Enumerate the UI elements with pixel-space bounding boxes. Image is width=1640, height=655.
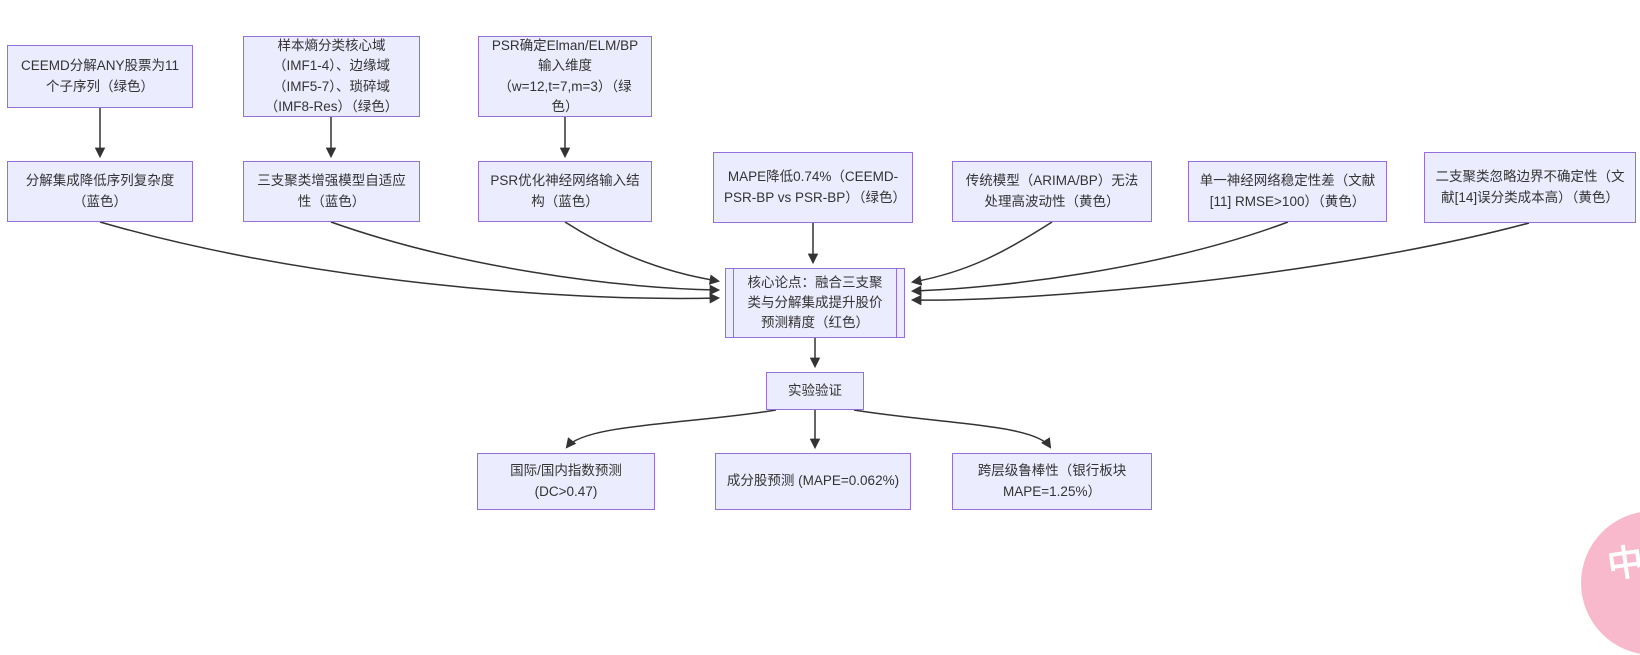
edge-exp-index (565, 409, 777, 449)
node-index-prediction: 国际/国内指数预测 (DC>0.47) (477, 453, 655, 510)
node-label: 单一神经网络稳定性差（文献[11] RMSE>100）（黄色） (1199, 173, 1376, 209)
edge-decomp-core (99, 221, 721, 304)
node-ceemd-decompose: CEEMD分解ANY股票为11个子序列（绿色） (7, 45, 193, 108)
node-three-way-clustering: 三支聚类增强模型自适应性（蓝色） (243, 161, 420, 222)
node-traditional-model-limit: 传统模型（ARIMA/BP）无法处理高波动性（黄色） (952, 161, 1152, 222)
node-label: PSR优化神经网络输入结构（蓝色） (490, 173, 640, 209)
node-constituent-stock-prediction: 成分股预测 (MAPE=0.062%) (715, 453, 911, 510)
node-label: 国际/国内指数预测 (DC>0.47) (510, 463, 622, 499)
node-label: 传统模型（ARIMA/BP）无法处理高波动性（黄色） (965, 173, 1139, 209)
node-label: CEEMD分解ANY股票为11个子序列（绿色） (20, 58, 180, 94)
node-label: 实验验证 (788, 382, 842, 398)
node-label: PSR确定Elman/ELM/BP输入维度（w=12,t=7,m=3）（绿色） (491, 38, 639, 114)
node-label: 跨层级鲁棒性（银行板块 MAPE=1.25%） (977, 463, 1127, 499)
node-label: 样本熵分类核心域（IMF1-4）、边缘域（IMF5-7）、琐碎域（IMF8-Re… (264, 38, 399, 114)
node-label: 核心论点：融合三支聚类与分解集成提升股价预测精度（红色） (747, 274, 883, 331)
node-label: 成分股预测 (MAPE=0.062%) (726, 473, 900, 489)
node-decomposition-ensemble: 分解集成降低序列复杂度（蓝色） (7, 161, 193, 222)
node-sample-entropy: 样本熵分类核心域（IMF1-4）、边缘域（IMF5-7）、琐碎域（IMF8-Re… (243, 36, 420, 117)
node-psr-input-dimension: PSR确定Elman/ELM/BP输入维度（w=12,t=7,m=3）（绿色） (478, 36, 652, 117)
node-cross-level-robustness: 跨层级鲁棒性（银行板块 MAPE=1.25%） (952, 453, 1152, 510)
node-label: 三支聚类增强模型自适应性（蓝色） (257, 173, 406, 209)
node-label: 分解集成降低序列复杂度（蓝色） (25, 173, 175, 209)
node-two-way-clustering-limit: 二支聚类忽略边界不确定性（文献[14]误分类成本高）（黄色） (1424, 152, 1636, 223)
node-label: 二支聚类忽略边界不确定性（文献[14]误分类成本高）（黄色） (1435, 169, 1625, 205)
node-mape-reduction: MAPE降低0.74%（CEEMD-PSR-BP vs PSR-BP）（绿色） (713, 152, 913, 223)
edge-threeway-core (330, 221, 721, 296)
node-core-thesis: 核心论点：融合三支聚类与分解集成提升股价预测精度（红色） (725, 268, 905, 338)
translate-badge-label: 中A (1604, 537, 1640, 586)
node-psr-optimization: PSR优化神经网络输入结构（蓝色） (478, 161, 652, 222)
node-experiment-validation: 实验验证 (766, 372, 864, 410)
node-label: MAPE降低0.74%（CEEMD-PSR-BP vs PSR-BP）（绿色） (724, 169, 907, 205)
edge-exp-robust (853, 409, 1052, 449)
translate-badge[interactable]: 中A (1581, 511, 1640, 655)
edge-twoway-core (910, 222, 1530, 306)
flowchart-canvas: CEEMD分解ANY股票为11个子序列（绿色） 样本熵分类核心域（IMF1-4）… (7, 36, 1640, 655)
node-single-nn-instability: 单一神经网络稳定性差（文献[11] RMSE>100）（黄色） (1188, 161, 1387, 222)
edge-trad-core (910, 221, 1053, 286)
edge-singlenn-core (910, 221, 1289, 296)
edge-psropt-core (564, 221, 721, 285)
